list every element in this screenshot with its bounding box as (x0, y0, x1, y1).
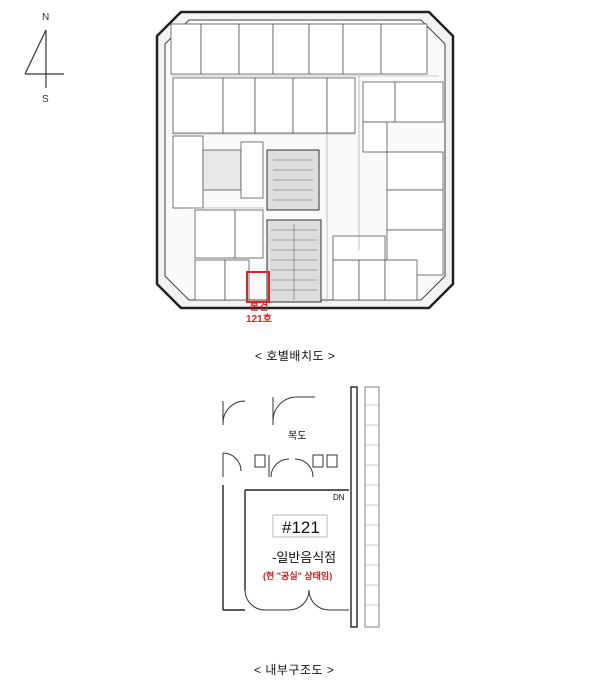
room-number: #121 (282, 518, 320, 537)
subject-unit-number: 121호 (246, 314, 272, 325)
room-use-label: -일반음식점 (272, 550, 337, 565)
compass-north-label: N (42, 12, 50, 23)
building-layout-drawing (155, 10, 455, 310)
compass: N S (20, 12, 70, 107)
floor-plan: 본건 121호 (155, 10, 455, 325)
floor-plan-caption: < 호별배치도 > (255, 349, 336, 363)
vacancy-status: (현 "공실" 상태임) (263, 571, 333, 581)
subject-unit-label: 본건 121호 (237, 302, 281, 326)
corridor-label: 복도 (288, 431, 307, 442)
compass-south-label: S (42, 94, 49, 105)
subject-label: 본건 (249, 302, 269, 313)
interior-layout-drawing (222, 386, 380, 628)
interior-plan: 복도 DN #121 -일반음식점 (현 "공실" 상태임) (215, 385, 385, 630)
stair-down-label: DN (333, 493, 345, 502)
interior-plan-caption: < 내부구조도 > (254, 663, 335, 677)
north-arrow-icon (24, 29, 64, 88)
